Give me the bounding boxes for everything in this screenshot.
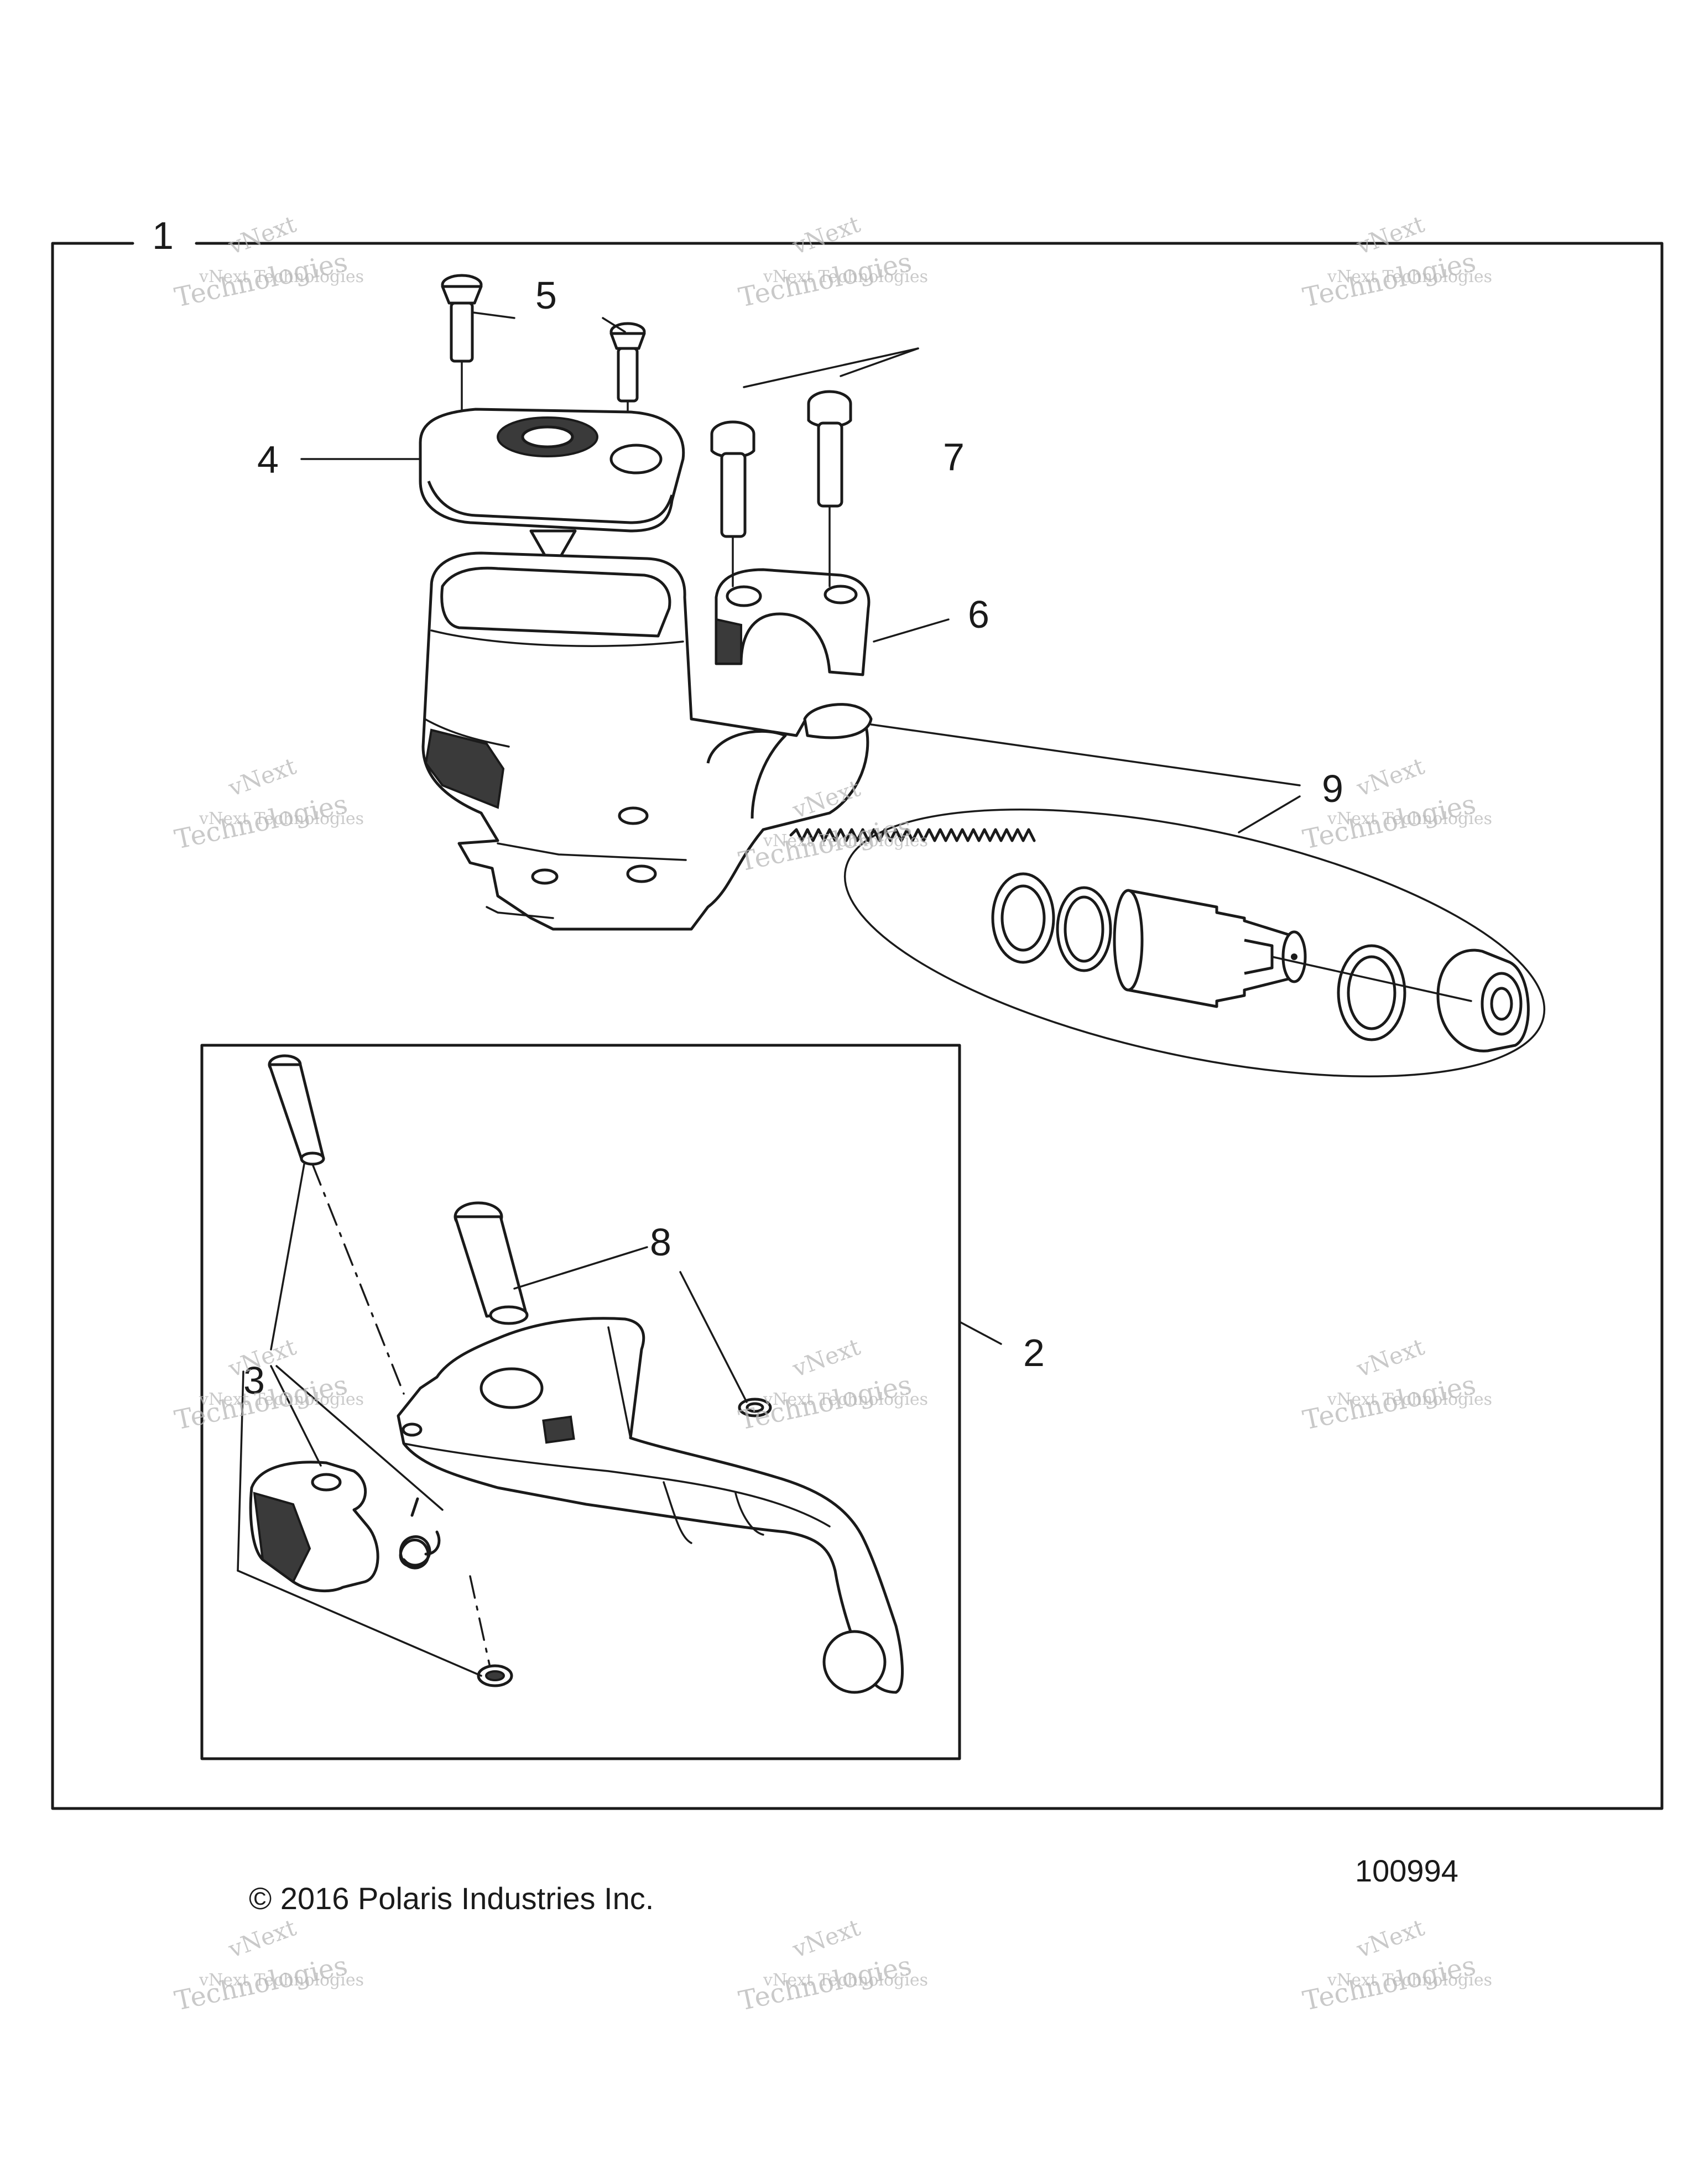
svg-text:vNext Technologies: vNext Technologies — [763, 1390, 928, 1409]
svg-text:vNext: vNext — [225, 752, 300, 801]
pivot-bolt — [454, 1201, 529, 1325]
svg-text:vNext: vNext — [789, 1333, 864, 1382]
piston — [1113, 889, 1307, 1008]
retaining-clip — [477, 1664, 513, 1687]
callout-7: 7 — [943, 435, 965, 478]
svg-text:vNext Technologies: vNext Technologies — [199, 1390, 364, 1409]
washer — [1337, 944, 1406, 1041]
watermark: vNext Technologies Technologies vNext — [172, 752, 364, 855]
svg-text:vNext Technologies: vNext Technologies — [1327, 267, 1492, 286]
master-cylinder-body — [421, 551, 873, 931]
lever-subassembly-frame — [200, 1044, 961, 1760]
lever-pivot-pin — [268, 1054, 325, 1166]
svg-text:vNext: vNext — [789, 1914, 864, 1963]
seal-ring-1 — [991, 872, 1055, 964]
svg-text:vNext: vNext — [789, 210, 864, 259]
callout-5: 5 — [535, 274, 557, 317]
cap-screw-right — [609, 322, 646, 403]
callout-4: 4 — [257, 438, 279, 481]
svg-text:vNext: vNext — [225, 1914, 300, 1963]
svg-text:vNext: vNext — [1353, 1333, 1428, 1382]
cap-screw-left — [441, 274, 483, 363]
e-clip — [738, 1398, 772, 1417]
svg-text:vNext Technologies: vNext Technologies — [199, 267, 364, 286]
watermark: vNext Technologies Technologies vNext — [736, 1914, 928, 2016]
svg-text:vNext Technologies: vNext Technologies — [763, 831, 928, 851]
svg-text:Technologies: Technologies — [172, 789, 350, 856]
reservoir-cap — [419, 408, 685, 571]
svg-text:vNext Technologies: vNext Technologies — [763, 267, 928, 286]
clamp-bolt-right — [807, 390, 852, 508]
assembly-frame — [51, 242, 1664, 1810]
watermark: vNext Technologies Technologies vNext — [736, 210, 928, 313]
svg-text:vNext: vNext — [1353, 752, 1428, 801]
clamp-bolt-left — [710, 420, 755, 538]
svg-text:vNext: vNext — [1353, 1914, 1428, 1963]
dust-boot — [1436, 948, 1530, 1052]
svg-text:Technologies: Technologies — [1300, 247, 1478, 314]
callout-9: 9 — [1322, 767, 1343, 810]
callout-8: 8 — [650, 1221, 671, 1264]
svg-text:Technologies: Technologies — [172, 1950, 350, 2017]
svg-text:vNext: vNext — [1353, 210, 1428, 259]
seal-ring-2 — [1056, 886, 1112, 972]
svg-text:vNext Technologies: vNext Technologies — [199, 809, 364, 828]
svg-text:Technologies: Technologies — [172, 247, 350, 314]
lever-spring — [399, 1497, 441, 1570]
copyright-notice: © 2016 Polaris Industries Inc. — [249, 1881, 654, 1916]
watermark: vNext Technologies Technologies vNext — [736, 1333, 928, 1436]
figure-number: 100994 — [1355, 1853, 1458, 1888]
callout-3: 3 — [243, 1359, 265, 1402]
watermark: vNext Technologies Technologies vNext — [172, 1914, 364, 2016]
brake-lever — [397, 1317, 904, 1694]
svg-text:Technologies: Technologies — [1300, 1950, 1478, 2017]
svg-text:vNext Technologies: vNext Technologies — [763, 1971, 928, 1990]
return-spring — [789, 828, 1036, 842]
svg-text:vNext: vNext — [225, 210, 300, 259]
piston-kit-group-outline — [843, 809, 1546, 1077]
svg-text:Technologies: Technologies — [1300, 1369, 1478, 1436]
svg-text:vNext Technologies: vNext Technologies — [199, 1971, 364, 1990]
callout-1: 1 — [152, 214, 174, 257]
watermark: vNext Technologies Technologies vNext — [1300, 1333, 1492, 1436]
svg-text:vNext Technologies: vNext Technologies — [1327, 1971, 1492, 1990]
svg-text:Technologies: Technologies — [736, 1950, 914, 2017]
callout-6: 6 — [968, 593, 989, 636]
svg-text:Technologies: Technologies — [736, 247, 914, 314]
lever-adjuster — [249, 1461, 379, 1593]
svg-text:Technologies: Technologies — [736, 1369, 914, 1436]
handlebar-clamp — [715, 568, 871, 676]
watermark: vNext Technologies Technologies vNext — [1300, 1914, 1492, 2016]
watermark: vNext Technologies Technologies vNext — [172, 210, 364, 313]
watermark: vNext Technologies Technologies vNext — [1300, 210, 1492, 313]
svg-text:vNext Technologies: vNext Technologies — [1327, 1390, 1492, 1409]
svg-text:vNext Technologies: vNext Technologies — [1327, 809, 1492, 828]
callout-2: 2 — [1023, 1331, 1045, 1374]
